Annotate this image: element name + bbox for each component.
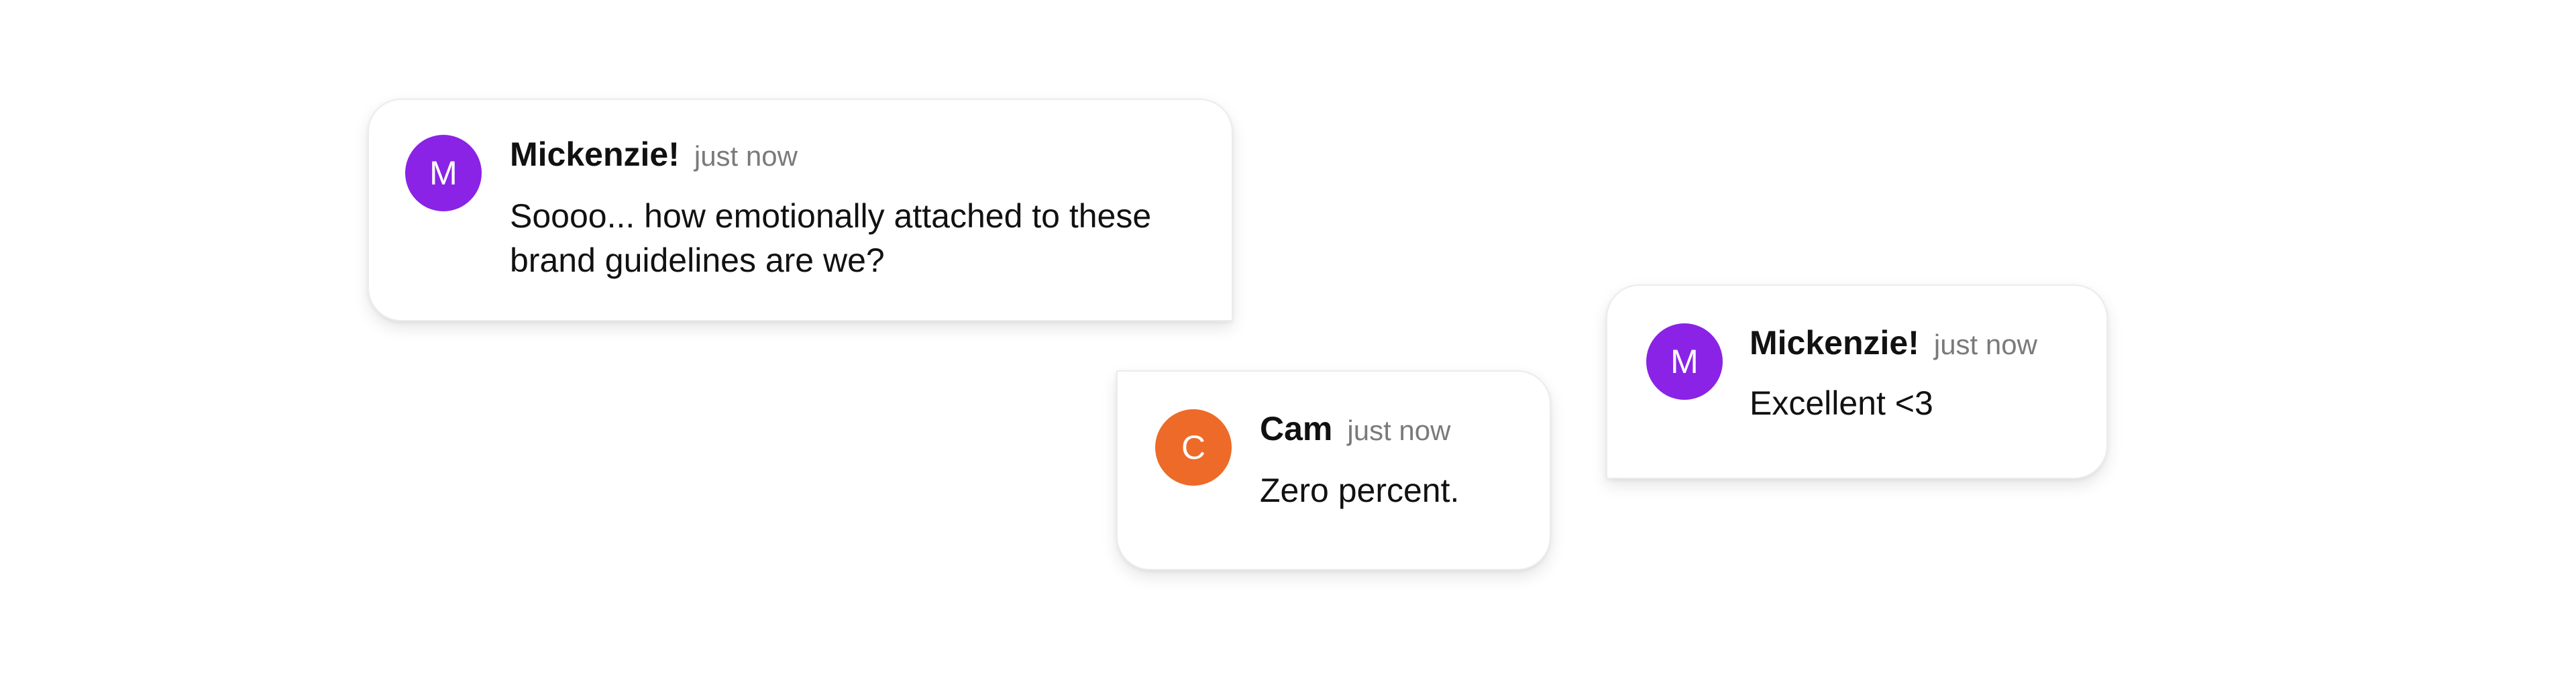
message-header: Mickenzie! just now bbox=[510, 135, 798, 174]
timestamp: just now bbox=[1347, 415, 1451, 446]
message-header: Cam just now bbox=[1260, 409, 1450, 448]
timestamp: just now bbox=[694, 140, 798, 172]
sender-name[interactable]: Cam bbox=[1260, 410, 1333, 447]
avatar[interactable]: M bbox=[405, 135, 482, 211]
message-text: Excellent <3 bbox=[1750, 381, 2085, 425]
avatar[interactable]: M bbox=[1646, 323, 1723, 400]
message-card: M Mickenzie! just now Excellent <3 bbox=[1606, 284, 2108, 479]
message-line: Zero percent. bbox=[1260, 472, 1460, 509]
sender-name[interactable]: Mickenzie! bbox=[510, 136, 680, 173]
message-card: C Cam just now Zero percent. bbox=[1116, 370, 1551, 570]
message-text: Zero percent. bbox=[1260, 468, 1542, 513]
message-text: Soooo... how emotionally attached to the… bbox=[510, 194, 1208, 282]
message-line: Soooo... how emotionally attached to the… bbox=[510, 197, 1152, 235]
message-line: brand guidelines are we? bbox=[510, 242, 885, 279]
message-line: Excellent <3 bbox=[1750, 384, 1933, 422]
sender-name[interactable]: Mickenzie! bbox=[1750, 324, 1919, 362]
timestamp: just now bbox=[1933, 329, 2037, 360]
avatar[interactable]: C bbox=[1155, 409, 1232, 486]
message-header: Mickenzie! just now bbox=[1750, 323, 2037, 362]
message-card: M Mickenzie! just now Soooo... how emoti… bbox=[368, 99, 1233, 321]
